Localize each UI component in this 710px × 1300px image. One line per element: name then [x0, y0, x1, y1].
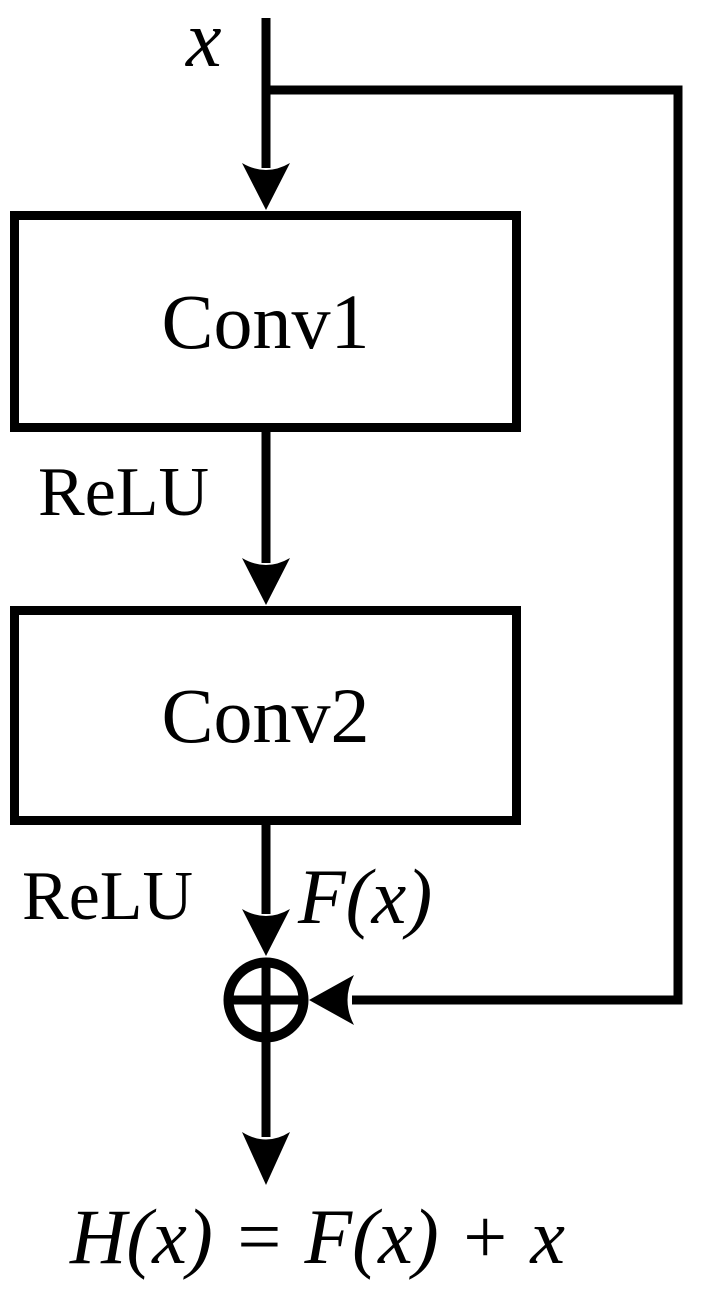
input-label: x — [186, 0, 222, 84]
output-equation: H(x) = F(x) + x — [70, 1193, 566, 1280]
skip-arrow-icon — [309, 975, 354, 1025]
conv1-block: Conv1 — [10, 211, 521, 432]
skip-connection-line — [266, 85, 683, 1005]
sum-junction-icon — [223, 957, 309, 1043]
arrow-into-conv2-icon — [242, 558, 290, 605]
conv1-label: Conv1 — [161, 277, 370, 365]
relu-label-after-conv1: ReLU — [38, 454, 210, 531]
arrow-into-conv1-icon — [242, 163, 290, 210]
arrow-into-sum-icon — [242, 909, 290, 956]
relu-label-after-conv2: ReLU — [22, 858, 194, 935]
output-arrow-icon — [242, 1132, 290, 1185]
residual-output-label: F(x) — [298, 853, 433, 940]
conv2-label: Conv2 — [161, 671, 370, 759]
conv2-block: Conv2 — [10, 606, 521, 825]
